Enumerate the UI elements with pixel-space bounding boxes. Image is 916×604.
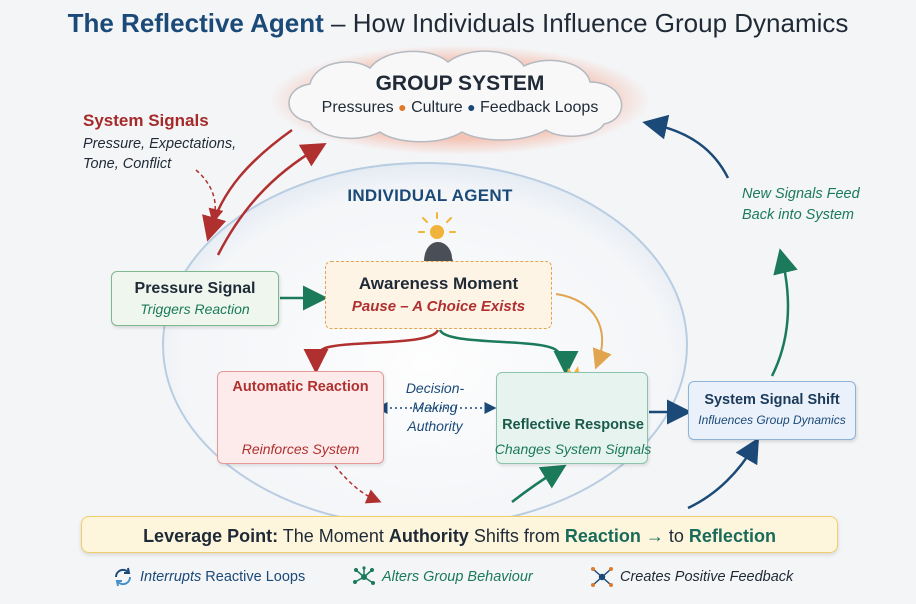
reflective-response-box: Reflective Response Changes System Signa… <box>495 372 651 464</box>
group-system-title: GROUP SYSTEM <box>375 72 545 95</box>
awareness-side-arrow <box>555 293 612 370</box>
legend-item-interrupts: Interrupts Reactive Loops <box>112 566 305 588</box>
legend-item-alters: Alters Group Behaviour <box>352 566 533 588</box>
group-system-items: Pressures ● Culture ● Feedback Loops <box>300 99 620 117</box>
system-signal-shift-title: System Signal Shift <box>704 392 840 408</box>
title-bold: The Reflective Agent <box>67 8 324 38</box>
leverage-label: Leverage Point: <box>143 526 279 546</box>
leverage-reaction: Reaction <box>564 526 641 546</box>
leverage-reflection: Reflection <box>688 526 776 546</box>
automatic-reaction-box: Automatic Reaction Reinforces System <box>217 371 384 464</box>
leverage-authority: Authority <box>388 526 469 546</box>
group-system-cloud <box>270 45 650 155</box>
bullet-orange-icon: ● <box>398 99 407 115</box>
pressure-signal-subtitle: Triggers Reaction <box>140 301 250 317</box>
leverage-point-text: Leverage Point: The Moment Authority Shi… <box>82 526 837 547</box>
legend-2-emph: Alters Group Behaviour <box>382 568 533 585</box>
pressure-signal-box: Pressure Signal Triggers Reaction <box>111 271 279 326</box>
legend-1-rest: Reactive Loops <box>201 568 306 585</box>
awareness-to-reflective-arrow <box>438 329 579 376</box>
group-item-feedback: Feedback Loops <box>480 99 599 116</box>
page-title: The Reflective Agent – How Individuals I… <box>0 8 916 39</box>
group-item-pressures: Pressures <box>321 99 394 116</box>
automatic-reaction-title: Automatic Reaction <box>232 379 369 395</box>
automatic-dashed-arrow <box>334 465 382 504</box>
newsignals-to-cloud-arrow <box>642 114 730 179</box>
awareness-moment-box: Awareness Moment Pause – A Choice Exists <box>325 261 552 329</box>
leverage-text3: to <box>663 526 689 546</box>
cycle-arrows-icon <box>114 567 132 587</box>
automatic-reaction-subtitle: Reinforces System <box>241 441 360 457</box>
system-signal-shift-subtitle: Influences Group Dynamics <box>698 413 846 427</box>
network-icon <box>353 566 375 585</box>
individual-agent-title: INDIVIDUAL AGENT <box>347 186 513 205</box>
legend-item-creates: Creates Positive Feedback <box>590 566 793 588</box>
decision-authority-label: Decision-Making Authority <box>405 380 465 434</box>
leverage-text2: Shifts from <box>468 526 565 546</box>
awareness-to-automatic-arrow <box>303 329 440 374</box>
leverage-arrow-icon: → <box>645 526 664 546</box>
reflective-response-title: Reflective Response <box>502 417 644 433</box>
signal-up-arrow <box>216 142 327 256</box>
bullet-blue-icon: ● <box>467 99 476 115</box>
leverage-text1: The Moment <box>278 526 389 546</box>
group-item-culture: Culture <box>411 99 463 116</box>
pressure-signal-title: Pressure Signal <box>134 280 256 297</box>
reflective-response-subtitle: Changes System Signals <box>494 441 652 457</box>
shift-to-newsignals-arrow <box>770 248 798 377</box>
title-rest: – How Individuals Influence Group Dynami… <box>323 8 849 38</box>
system-signals-title: System Signals <box>83 111 209 130</box>
leverage-point-banner: Leverage Point: The Moment Authority Shi… <box>81 516 838 553</box>
system-signal-shift-box: System Signal Shift Influences Group Dyn… <box>688 381 856 440</box>
leverage-up-arrow-2 <box>687 437 760 510</box>
signal-dashed-arrow <box>195 169 224 224</box>
hub-icon <box>591 567 613 587</box>
legend-1-emph: Interrupts <box>140 568 202 585</box>
awareness-moment-title: Awareness Moment <box>358 274 519 293</box>
system-signals-subtitle: Pressure, Expectations, Tone, Conflict <box>83 136 237 172</box>
legend-3-rest: Creates Positive Feedback <box>620 568 794 585</box>
leverage-up-arrow-1 <box>511 464 567 503</box>
new-signals-text: New Signals Feed Back into System <box>742 186 860 223</box>
awareness-moment-subtitle: Pause – A Choice Exists <box>351 298 526 315</box>
